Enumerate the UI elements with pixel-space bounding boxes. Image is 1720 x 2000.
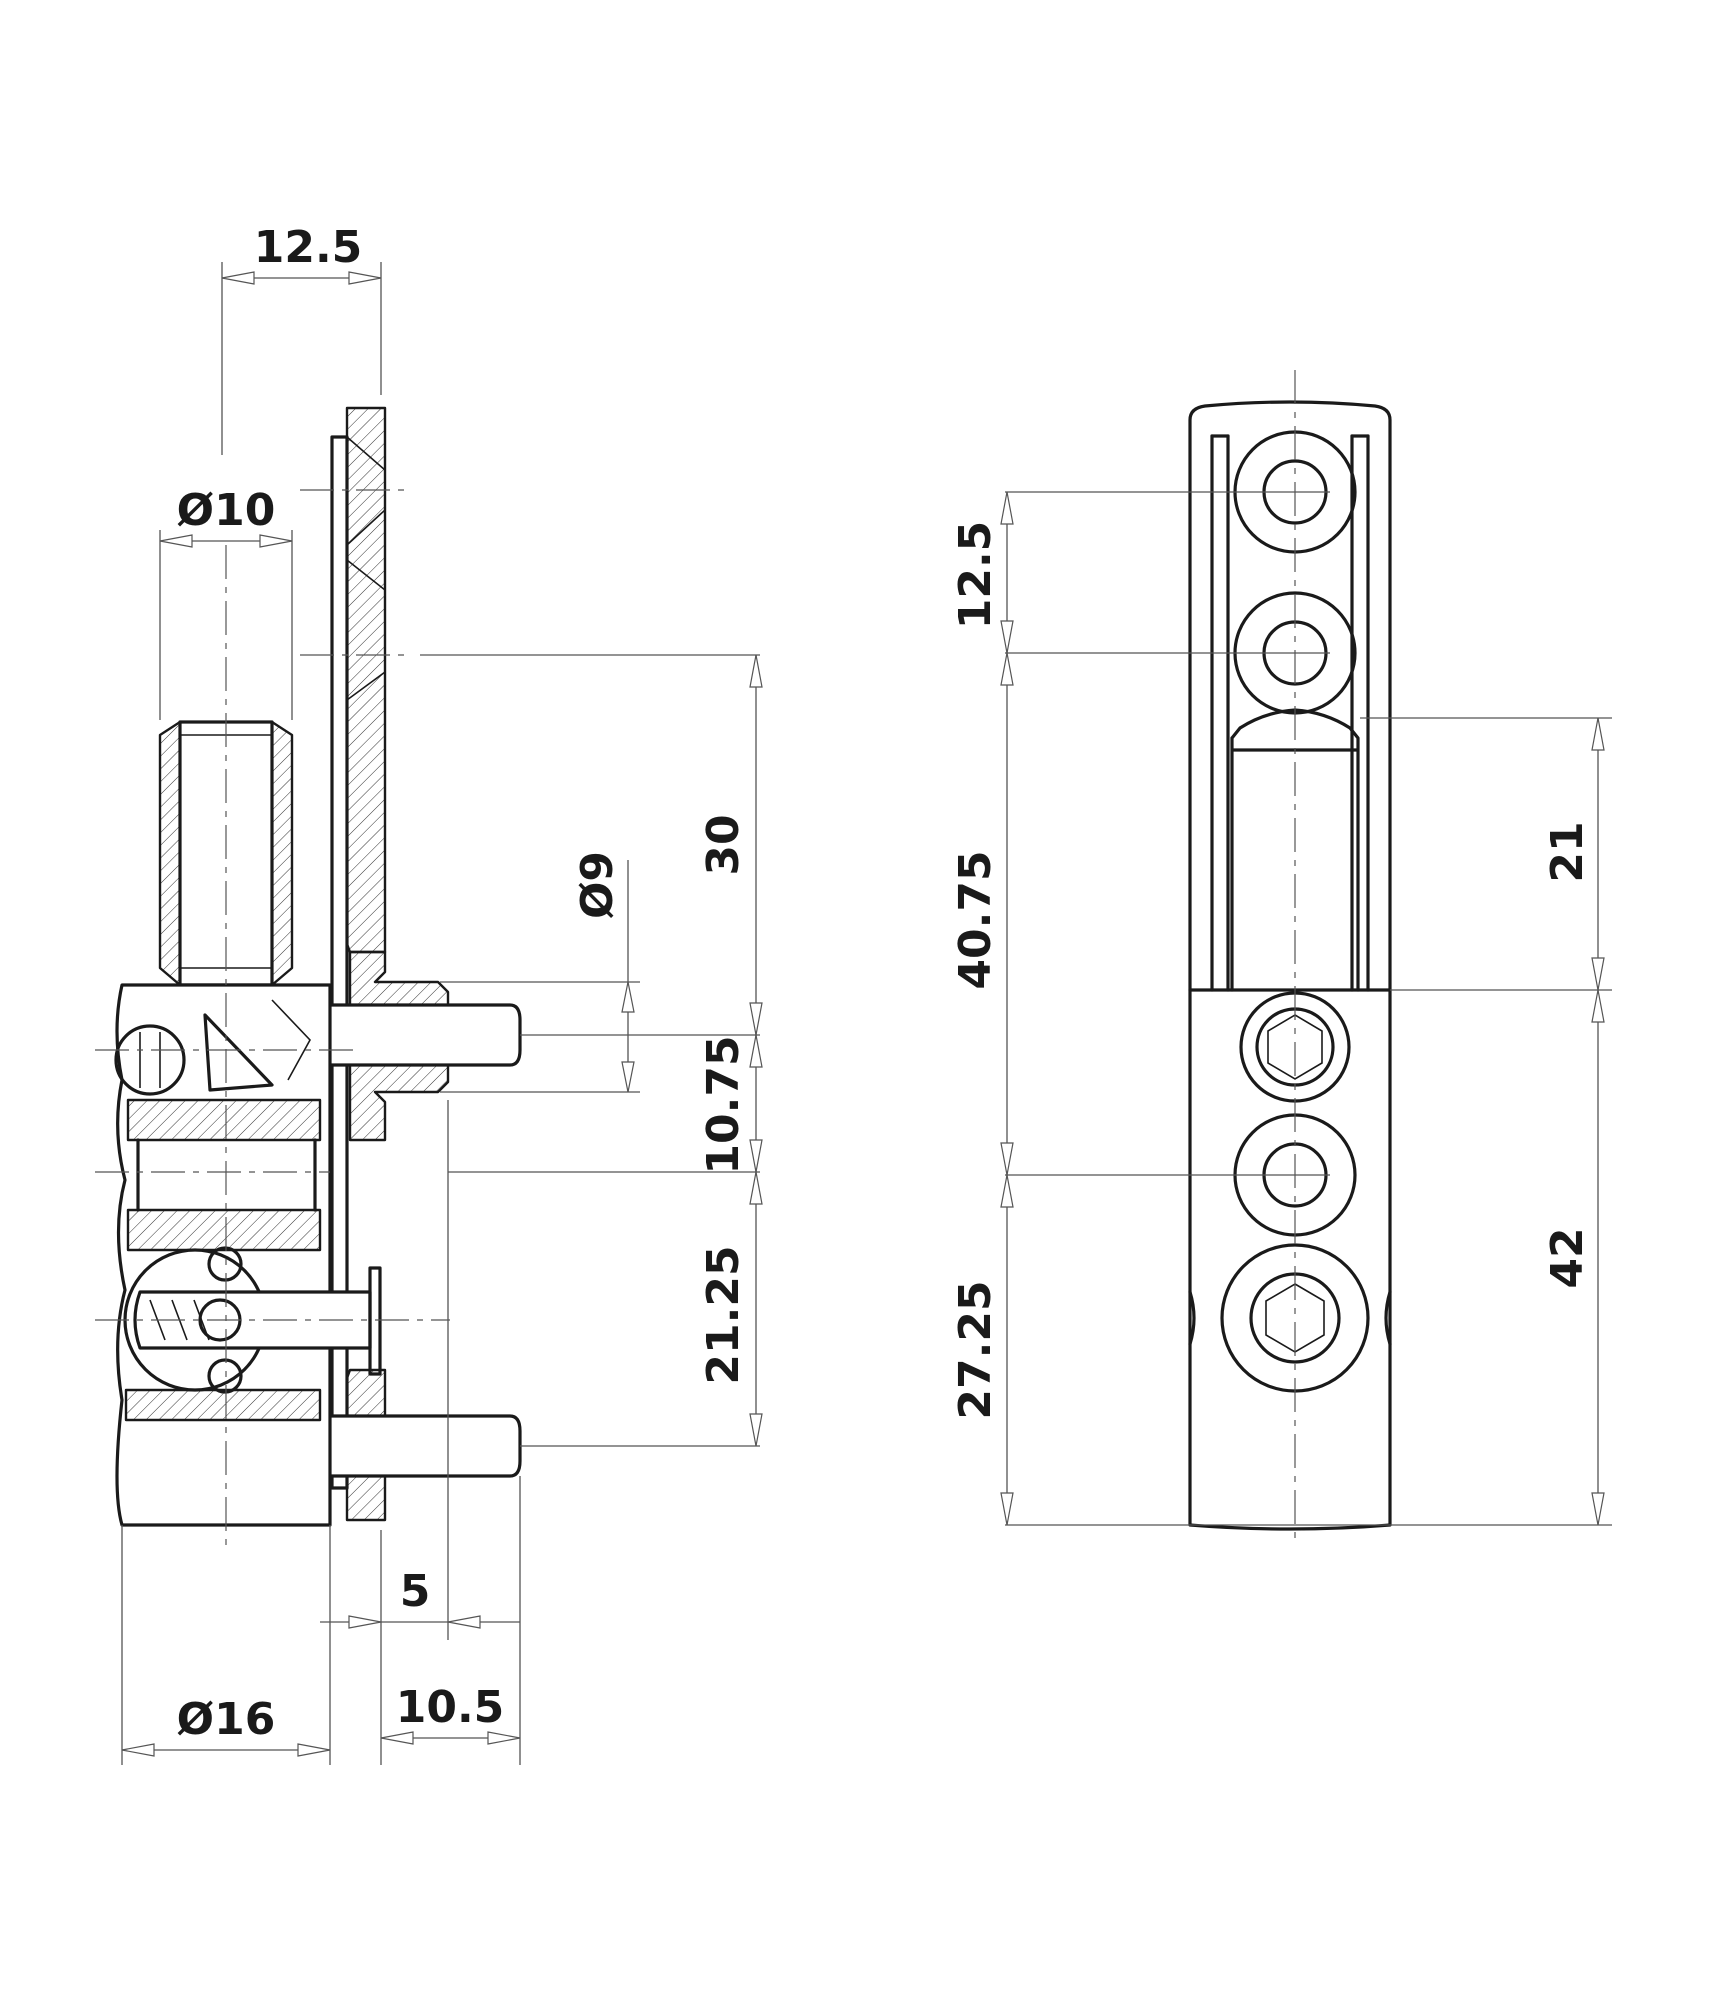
dim-left-middle: 40.75 — [950, 850, 1001, 989]
dim-spacing-middle: 10.75 — [698, 1035, 749, 1174]
front-outline — [1188, 400, 1392, 1531]
dim-pin-diameter: Ø10 — [177, 485, 276, 536]
dim-hole-pitch: 12.5 — [950, 521, 1001, 630]
front-adjust-screw — [1188, 1243, 1392, 1393]
side-view: 12.5 Ø10 Ø9 30 10.75 21.25 5 10.5 Ø16 — [95, 222, 763, 1765]
dim-right-lower: 42 — [1542, 1227, 1593, 1288]
dim-spacing-upper: 30 — [698, 814, 749, 875]
dim-spacing-lower: 21.25 — [698, 1245, 749, 1384]
upper-bolt — [320, 1003, 522, 1067]
dim-top-width: 12.5 — [254, 222, 363, 273]
dim-right-upper: 21 — [1542, 821, 1593, 882]
dim-bolt-length: 10.5 — [396, 1682, 505, 1733]
dim-body-diameter: Ø16 — [177, 1694, 276, 1745]
dim-left-lower: 27.25 — [950, 1280, 1001, 1419]
hex-screw-upper — [114, 1024, 186, 1096]
lower-bolt — [320, 1414, 522, 1478]
dim-plate-offset: 5 — [400, 1566, 431, 1617]
hinge-body — [114, 983, 382, 1527]
dim-bolt-diameter: Ø9 — [572, 851, 623, 919]
front-view: 12.5 40.75 27.25 21 42 — [950, 370, 1612, 1545]
